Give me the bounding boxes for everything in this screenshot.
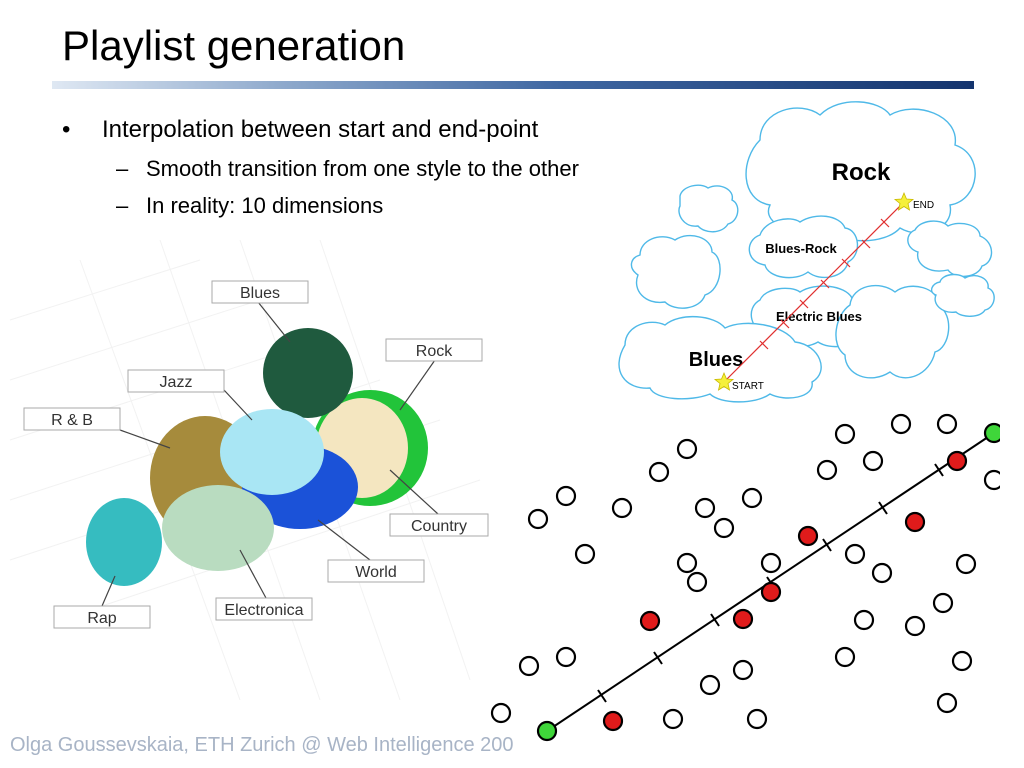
- hollow-point: [490, 702, 512, 724]
- rap-blob: [86, 498, 162, 586]
- label-rnb: R & B: [51, 412, 93, 429]
- label-rap: Rap: [87, 610, 116, 627]
- hollow-point: [932, 592, 954, 614]
- selected-point: [904, 511, 926, 533]
- end-point: [983, 422, 1000, 444]
- hollow-point: [834, 646, 856, 668]
- selected-points: [602, 450, 968, 732]
- bullet-1-marker: •: [62, 116, 71, 143]
- subbullet-1: Smooth transition from one style to the …: [146, 156, 579, 181]
- electronica-blob: [162, 485, 274, 571]
- hollow-point: [904, 615, 926, 637]
- cloud-right-2: [907, 220, 993, 277]
- label-leaders: [101, 301, 439, 607]
- jazz-blob: [220, 409, 324, 495]
- point-field-diagram: [490, 413, 1000, 742]
- label-electronica: Electronica: [224, 602, 303, 619]
- cloud-label-blues-rock: Blues-Rock: [765, 241, 837, 256]
- hollow-point: [834, 423, 856, 445]
- hollow-point: [890, 413, 912, 435]
- cloud-blues-rock: [748, 215, 859, 279]
- hollow-point: [518, 655, 540, 677]
- hollow-point: [648, 461, 670, 483]
- hollow-point: [741, 487, 763, 509]
- hollow-point: [555, 485, 577, 507]
- hollow-point: [527, 508, 549, 530]
- cloud-left-2: [678, 184, 739, 233]
- start-label: START: [732, 381, 764, 392]
- label-jazz: Jazz: [160, 374, 193, 391]
- hollow-point: [936, 692, 958, 714]
- hollow-point: [555, 646, 577, 668]
- hollow-point: [955, 553, 977, 575]
- start-point: [536, 720, 558, 742]
- slide-title: Playlist generation: [62, 22, 406, 69]
- cloud-label-blues: Blues: [689, 349, 743, 371]
- cloud-blues: [618, 315, 822, 403]
- hollow-point: [746, 708, 768, 730]
- bullet-1: Interpolation between start and end-poin…: [102, 116, 539, 143]
- selected-point: [946, 450, 968, 472]
- selected-point: [732, 608, 754, 630]
- hollow-point: [676, 552, 698, 574]
- hollow-point: [574, 543, 596, 565]
- label-world: World: [355, 564, 397, 581]
- hollow-point: [699, 674, 721, 696]
- cloud-diagram: Rock Blues-Rock Electric Blues Blues END…: [618, 101, 995, 403]
- hollow-point: [853, 609, 875, 631]
- hollow-point: [611, 497, 633, 519]
- cloud-right-1: [835, 284, 950, 379]
- interpolation-path: [723, 201, 905, 383]
- cloud-label-rock: Rock: [832, 159, 891, 186]
- hollow-point: [871, 562, 893, 584]
- hollow-point: [732, 659, 754, 681]
- hollow-point: [760, 552, 782, 574]
- label-blues: Blues: [240, 285, 280, 302]
- cloud-right-3: [930, 273, 995, 317]
- cloud-label-electric-blues: Electric Blues: [776, 309, 862, 324]
- path-ticks: [759, 218, 890, 350]
- label-rock: Rock: [416, 343, 453, 360]
- selected-point: [797, 525, 819, 547]
- hollow-point: [713, 517, 735, 539]
- hollow-point: [662, 708, 684, 730]
- subbullet-2: In reality: 10 dimensions: [146, 193, 384, 218]
- selected-point: [760, 581, 782, 603]
- hollow-point: [676, 438, 698, 460]
- hollow-point: [983, 469, 1000, 491]
- genre-labels: Blues Rock Jazz R & B Country World Elec…: [23, 280, 489, 629]
- hollow-point: [686, 571, 708, 593]
- footer-text: Olga Goussevskaia, ETH Zurich @ Web Inte…: [10, 734, 514, 756]
- end-star-icon: [893, 191, 915, 211]
- start-star-icon: [713, 371, 735, 391]
- hollow-point: [816, 459, 838, 481]
- genre-map-diagram: Blues Rock Jazz R & B Country World Elec…: [9, 239, 489, 701]
- cloud-left-1: [630, 234, 721, 309]
- hollow-point: [694, 497, 716, 519]
- selected-point: [602, 710, 624, 732]
- label-country: Country: [411, 518, 467, 535]
- blues-blob: [263, 328, 353, 418]
- selected-point: [639, 610, 661, 632]
- hollow-point: [844, 543, 866, 565]
- subbullet-1-marker: –: [116, 156, 129, 181]
- title-underline: [52, 81, 974, 89]
- hollow-point: [936, 413, 958, 435]
- hollow-points: [490, 413, 1000, 730]
- end-label: END: [913, 200, 934, 211]
- clouds: [618, 101, 995, 403]
- subbullet-2-marker: –: [116, 193, 129, 218]
- hollow-point: [862, 450, 884, 472]
- hollow-point: [951, 650, 973, 672]
